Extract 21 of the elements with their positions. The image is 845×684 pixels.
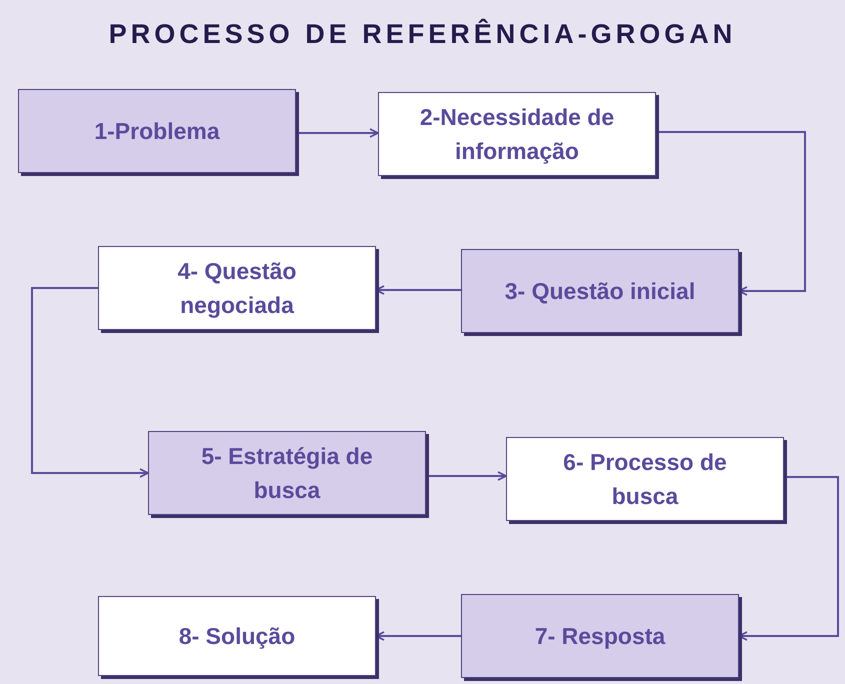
step-label: 6- Processo de busca xyxy=(562,448,728,511)
arrow xyxy=(31,287,149,478)
step-label: 3- Questão inicial xyxy=(504,277,696,306)
process-box xyxy=(378,92,656,176)
process-box xyxy=(461,249,739,333)
process-box xyxy=(506,437,784,521)
step-label: 7- Resposta xyxy=(534,622,666,651)
diagram-title: PROCESSO DE REFERÊNCIA-GROGAN xyxy=(108,18,738,51)
process-box xyxy=(148,431,426,515)
arrow xyxy=(296,128,379,138)
step-label: 4- Questão negociada xyxy=(176,257,298,320)
step-label: 1-Problema xyxy=(94,117,220,146)
arrow xyxy=(656,131,806,296)
step-label: 8- Solução xyxy=(178,622,296,651)
process-box xyxy=(98,596,376,676)
process-box xyxy=(461,594,739,678)
step-label: 5- Estratégia de busca xyxy=(200,442,374,505)
process-box xyxy=(98,246,376,330)
process-box xyxy=(18,89,296,173)
arrow xyxy=(426,471,507,481)
step-label: 2-Necessidade de informação xyxy=(418,103,616,166)
